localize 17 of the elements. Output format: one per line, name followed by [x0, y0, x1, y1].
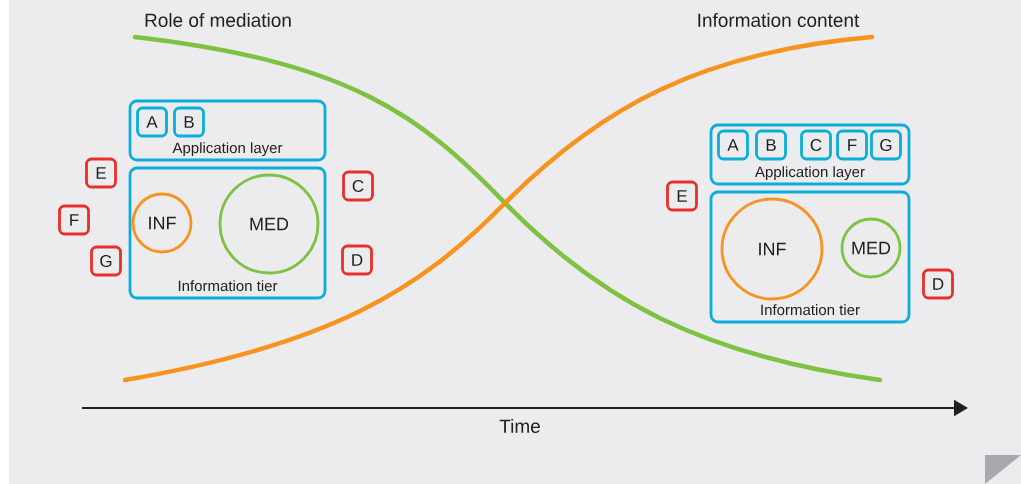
chart-title: Information content [698, 13, 860, 27]
letter-box: C [342, 170, 374, 202]
letter-box: C [800, 129, 832, 161]
letter-box: F [836, 129, 868, 161]
letter-box: E [85, 157, 117, 189]
letter-box: A [717, 129, 749, 161]
letter-box: A [136, 106, 168, 138]
letter-box: G [90, 245, 122, 277]
letter-box: G [870, 129, 902, 161]
letter-box: F [58, 204, 90, 236]
letter-box: D [922, 268, 954, 300]
letter-box: E [666, 180, 698, 212]
letter-box: B [173, 106, 205, 138]
axis-label: Time [499, 419, 540, 433]
letter-box: B [755, 129, 787, 161]
chart-title: Role of mediation [145, 13, 291, 27]
letter-box: D [341, 244, 373, 276]
